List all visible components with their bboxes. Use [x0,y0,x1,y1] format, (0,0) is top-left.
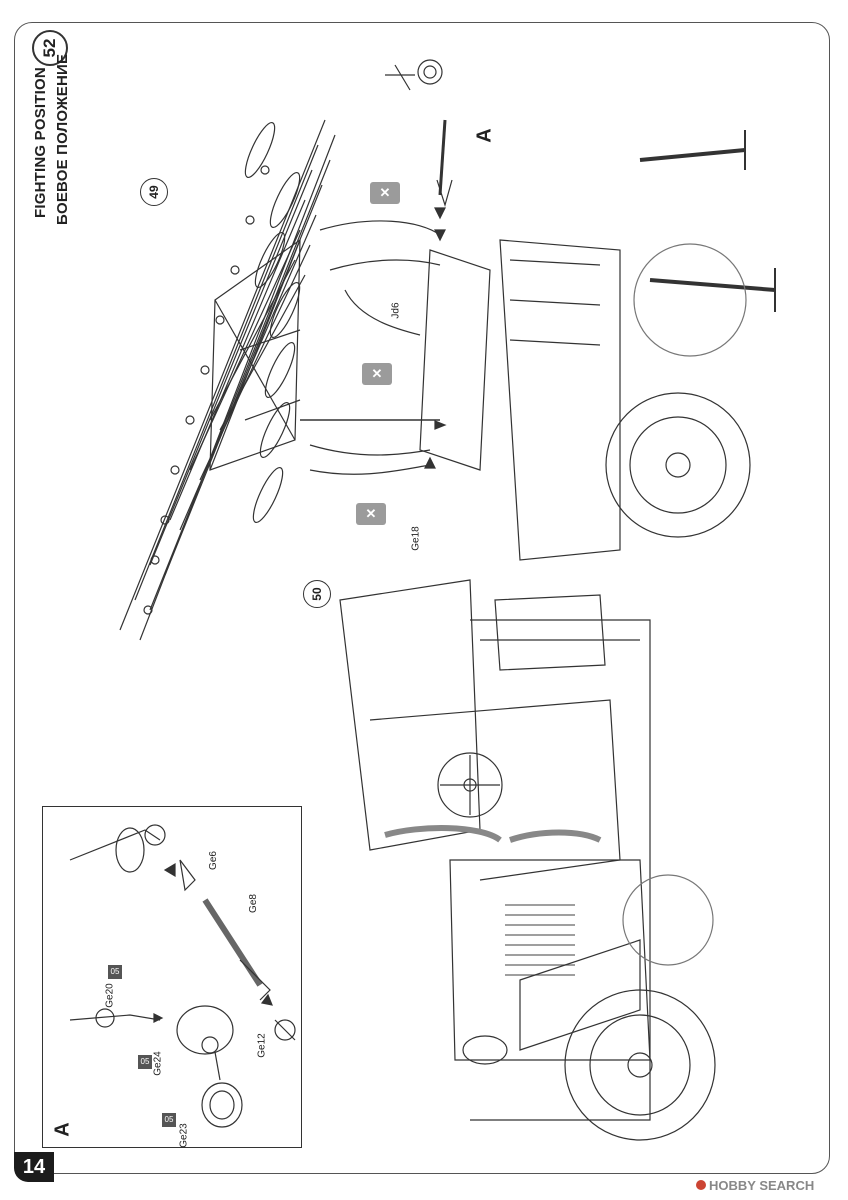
page-frame [14,22,830,1174]
inset-label-ge23: Ge23 [178,1123,190,1148]
part-tree-tag: 05 [162,1113,176,1127]
part-label-ge18: Ge18 [410,526,422,551]
detail-marker: A [473,128,496,143]
inset-title: A [51,1122,74,1137]
page-number: 14 [14,1152,54,1182]
part-tree-tag: 05 [108,965,122,979]
inset-drawing [69,824,296,1128]
assembly-leaders [300,220,441,475]
watermark: HOBBY SEARCH [696,1178,814,1193]
inset-label-ge8: Ge8 [247,894,259,913]
wheel-rear [605,243,751,538]
title-ru: БОЕВОЕ ПОЛОЖЕНИЕ [54,53,71,225]
watermark-logo-icon [696,1180,706,1190]
inset-label-ge12: Ge12 [256,1033,268,1058]
truck [339,130,776,1121]
no-glue-icon: ✕ [356,503,386,525]
substep-rack: 49 [140,178,168,206]
inset-label-ge24: Ge24 [152,1051,164,1076]
detail-inset [42,806,302,1148]
watermark-text: HOBBY SEARCH [709,1178,815,1193]
rocket-rack [119,119,336,641]
inset-label-ge6: Ge6 [207,851,219,870]
assembly-arrows [424,207,447,469]
no-glue-icon: ✕ [370,182,400,204]
part-label-jd6: Jd6 [390,302,402,319]
no-glue-icon: ✕ [362,363,392,385]
inset-label-ge20: Ge20 [104,983,116,1008]
part-tree-tag: 05 [138,1055,152,1069]
substep-cab-cover: 50 [303,580,331,608]
title-en: FIGHTING POSITION [32,67,49,218]
detail-a-part [385,59,453,208]
wheel-front [564,874,716,1141]
